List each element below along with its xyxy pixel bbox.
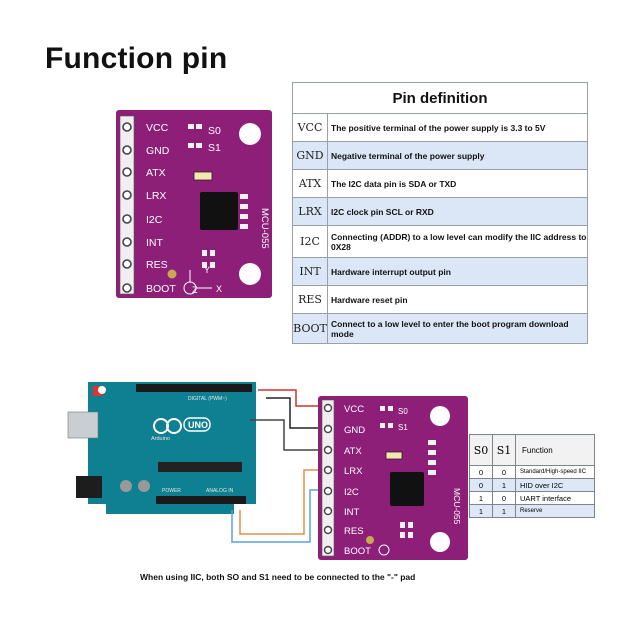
wire-vcc xyxy=(258,389,322,407)
mode-s0: 0 xyxy=(469,465,493,479)
board-pin-label: BOOT xyxy=(344,546,371,557)
mode-function: UART interface xyxy=(515,491,595,505)
mode-function: Standard/High-speed IIC xyxy=(515,465,595,479)
wire-i2c xyxy=(231,489,322,543)
board-pin-label: I2C xyxy=(146,214,163,226)
board-pin-label: LRX xyxy=(344,466,363,477)
mode-function: HID over I2C xyxy=(515,478,595,492)
board-pin-label: VCC xyxy=(344,404,364,415)
pin-desc: Hardware interrupt output pin xyxy=(327,257,588,286)
power-analog-header xyxy=(156,496,246,504)
board-pin-label: LRX xyxy=(146,190,166,202)
sensor-board-bottom: VCC GND ATX LRX I2C INT RES BOOT S0 S1 M… xyxy=(318,396,468,560)
board-pin-label: ATX xyxy=(146,167,166,179)
sensor-chip xyxy=(390,472,424,506)
axis-y-label: Y xyxy=(204,265,210,275)
mode-header-s0: S0 xyxy=(469,434,493,466)
analog-label: ANALOG IN xyxy=(206,488,234,494)
iic-note: When using IIC, both SO and S1 need to b… xyxy=(140,572,416,582)
power-jack xyxy=(76,476,102,498)
board-pin-label: I2C xyxy=(344,487,359,498)
arduino-uno-board: DIGITAL (PWM~) POWER ANALOG IN Arduino U… xyxy=(67,382,256,514)
mcu-chip xyxy=(158,462,242,472)
sensor-board-top: VCC GND ATX LRX I2C INT RES BOOT S0 S1 Z… xyxy=(116,110,272,298)
sensor-chip xyxy=(200,192,238,230)
pin-table-header: Pin definition xyxy=(292,82,588,114)
digital-header xyxy=(136,384,252,392)
mount-hole xyxy=(430,406,450,426)
mode-select-table: S0 S1 Function 0 0 Standard/High-speed I… xyxy=(469,434,595,518)
mode-s1: 1 xyxy=(492,478,516,492)
mount-hole xyxy=(239,123,261,145)
board-pin-label: GND xyxy=(344,425,365,436)
pin-desc: Connect to a low level to enter the boot… xyxy=(327,313,588,344)
mount-hole xyxy=(239,263,261,285)
mode-s0: 1 xyxy=(469,491,493,505)
mode-s1: 0 xyxy=(492,491,516,505)
model-label: MCU-055 xyxy=(452,488,462,525)
mode-header-function: Function xyxy=(515,434,595,466)
wire-gnd xyxy=(266,397,322,429)
s0-label: S0 xyxy=(208,125,221,137)
pin-desc: Connecting (ADDR) to a low level can mod… xyxy=(327,225,588,258)
pin-name: ATX xyxy=(292,169,328,198)
board-pin-label: RES xyxy=(146,259,168,271)
board-pin-label: BOOT xyxy=(146,283,176,295)
pin-desc: I2C clock pin SCL or RXD xyxy=(327,197,588,226)
pin-desc: Negative terminal of the power supply xyxy=(327,141,588,170)
board-pin-label: RES xyxy=(344,526,364,537)
axis-x-label: X xyxy=(216,284,222,294)
board-pin-label: INT xyxy=(146,237,164,249)
wire-lrx xyxy=(239,469,322,535)
usb-port xyxy=(67,411,99,439)
pin-desc: The positive terminal of the power suppl… xyxy=(327,113,588,142)
s0-label: S0 xyxy=(398,407,408,416)
mode-header-s1: S1 xyxy=(492,434,516,466)
mode-function: Reserve xyxy=(515,504,595,518)
mode-s0: 1 xyxy=(469,504,493,518)
page-title: Function pin xyxy=(45,42,228,75)
uno-logo: UNO xyxy=(188,420,208,430)
mode-s0: 0 xyxy=(469,478,493,492)
board-pin-label: ATX xyxy=(344,446,362,457)
board-pin-label: INT xyxy=(344,507,360,518)
mode-s1: 0 xyxy=(492,465,516,479)
digital-label: DIGITAL (PWM~) xyxy=(188,396,227,402)
axis-z-label: Z xyxy=(192,285,198,295)
pin-name: I2C xyxy=(292,225,328,258)
board-pin-label: VCC xyxy=(146,122,169,134)
pin-header-top xyxy=(122,122,132,293)
s1-label: S1 xyxy=(208,142,221,154)
pin-name: RES xyxy=(292,285,328,314)
wire-atx xyxy=(250,419,322,451)
reset-button xyxy=(93,386,103,396)
s1-label: S1 xyxy=(398,423,408,432)
model-label: MCU-055 xyxy=(259,208,270,249)
mode-s1: 1 xyxy=(492,504,516,518)
pin-name: VCC xyxy=(292,113,328,142)
pin-name: LRX xyxy=(292,197,328,226)
board-pin-label: GND xyxy=(146,145,170,157)
power-label: POWER xyxy=(162,488,181,494)
mount-hole xyxy=(430,532,450,552)
pin-desc: Hardware reset pin xyxy=(327,285,588,314)
arduino-brand: Arduino xyxy=(151,436,170,442)
